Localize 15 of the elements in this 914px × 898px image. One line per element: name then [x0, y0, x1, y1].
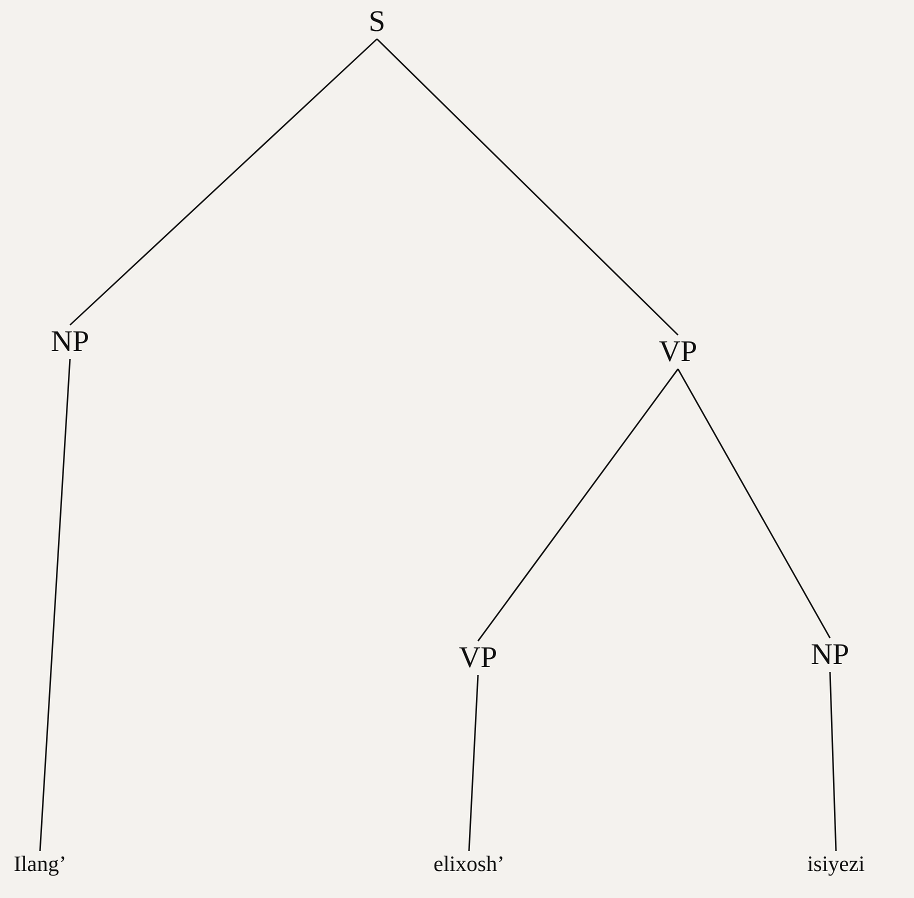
category-label: S: [368, 5, 386, 39]
word-label: Ilang’: [14, 851, 66, 877]
word-label: isiyezi: [807, 851, 865, 877]
tree-branch: [376, 38, 679, 336]
tree-branch: [829, 672, 837, 852]
tree-branch: [39, 358, 71, 852]
tree-branch: [477, 368, 679, 642]
category-label: VP: [658, 335, 698, 369]
tree-branch: [468, 674, 479, 852]
category-label: NP: [810, 638, 850, 672]
tree-branch: [69, 38, 378, 326]
category-label: NP: [50, 325, 90, 359]
word-label: elixosh’: [434, 851, 504, 877]
tree-branch: [677, 368, 831, 638]
category-label: VP: [458, 641, 498, 675]
